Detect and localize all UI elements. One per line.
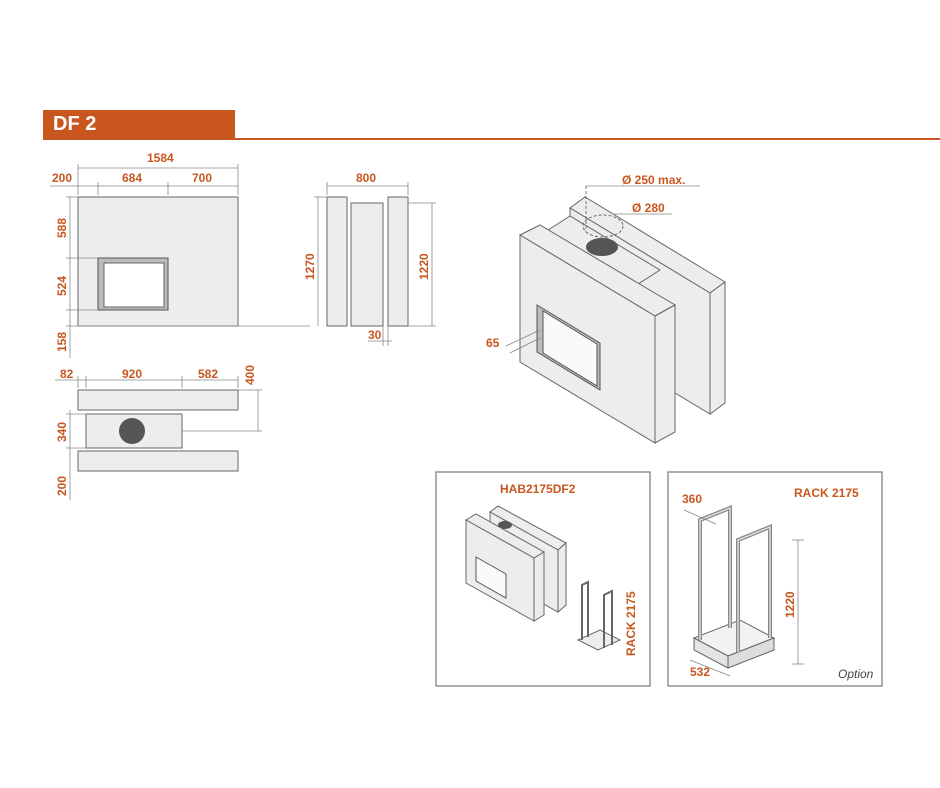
mini-back-side	[557, 541, 567, 614]
mini-front-side	[533, 551, 545, 622]
panel-2-dim-depth: 360	[682, 492, 702, 506]
title-rule	[235, 138, 940, 140]
side-dim-height-outer: 1270	[303, 253, 317, 280]
iso-flue-dia-label: Ø 280	[632, 201, 665, 215]
front-dim-right: 700	[192, 171, 212, 185]
rack-base-side	[727, 637, 775, 669]
plan-dim-right: 582	[198, 367, 218, 381]
plan-bottom-slab	[77, 450, 239, 472]
side-center-panel	[350, 202, 384, 327]
front-opening-glass	[103, 262, 165, 308]
panel-1-side-label: RACK 2175	[624, 591, 638, 656]
iso-flue-max-outline	[582, 214, 624, 238]
side-dim-height-inner: 1220	[417, 253, 431, 280]
front-dim-middle: 684	[122, 171, 142, 185]
panel-hab2175df2: HAB2175DF2 RACK 2175	[435, 471, 651, 687]
page-title: DF 2	[53, 113, 97, 135]
plan-dim-inner: 340	[55, 422, 69, 442]
iso-opening-glass	[542, 310, 598, 387]
iso-front-side	[654, 304, 676, 444]
mini-rack-frame-left	[581, 580, 589, 640]
side-left-panel	[326, 196, 348, 327]
plan-dim-middle: 920	[122, 367, 142, 381]
rack-frame-left-highlight	[699, 506, 731, 640]
side-dim-gap: 30	[368, 328, 382, 342]
front-dim-bottom: 158	[55, 332, 69, 352]
front-dim-left: 200	[52, 171, 72, 185]
panel-2-title: RACK 2175	[794, 486, 859, 500]
mini-rack-base	[576, 629, 622, 651]
front-dim-top: 588	[55, 218, 69, 238]
panel-1-title: HAB2175DF2	[500, 482, 576, 496]
side-dim-width: 800	[356, 171, 376, 185]
side-right-panel	[387, 196, 409, 327]
mini-rack-frame-right	[603, 589, 613, 648]
iso-view: Ø 250 max. Ø 280 65	[486, 173, 726, 444]
panel-2-dim-height: 1220	[783, 591, 797, 618]
iso-dim-frame: 65	[486, 336, 500, 350]
front-view: 1584 200 684 700 588 524 158	[50, 151, 310, 358]
side-view: 800 1270 1220 30	[303, 171, 436, 346]
plan-view: 82 920 582 400 340 200	[55, 365, 262, 500]
plan-flue-circle	[119, 418, 145, 444]
front-dim-total-width: 1584	[147, 151, 174, 165]
front-dim-opening: 524	[55, 276, 69, 296]
panel-2-dim-width: 532	[690, 665, 710, 679]
panel-rack2175: RACK 2175 360 1220 532 Option	[667, 471, 883, 687]
iso-back-side	[709, 281, 726, 415]
plan-dim-bottom: 200	[55, 476, 69, 496]
title-bar: DF 2	[43, 110, 235, 140]
iso-flue-opening	[586, 238, 618, 256]
rack-frame-right-highlight	[737, 525, 771, 652]
mini-flue	[498, 521, 512, 529]
plan-top-slab	[77, 389, 239, 411]
panel-2-note: Option	[838, 667, 874, 681]
plan-dim-left: 82	[60, 367, 74, 381]
iso-flue-max-label: Ø 250 max.	[622, 173, 685, 187]
plan-dim-depth: 400	[243, 365, 257, 385]
mini-opening	[475, 556, 507, 599]
